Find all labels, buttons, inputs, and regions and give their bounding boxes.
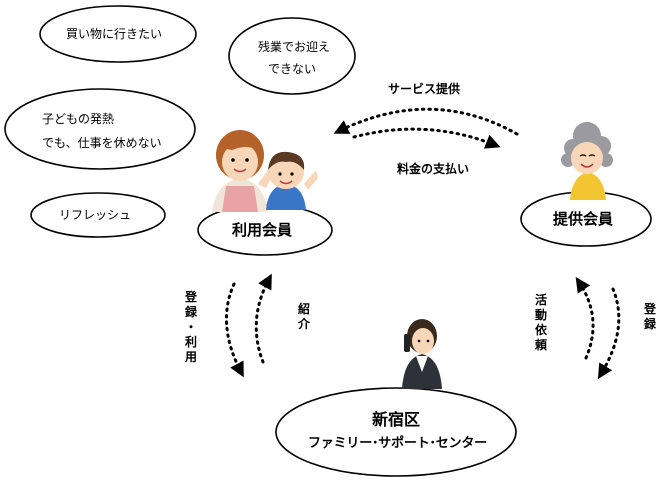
- arrow-payment: [352, 127, 501, 149]
- center-node: [275, 387, 517, 477]
- operator-illustration: [402, 319, 442, 389]
- arrow-introduce: [254, 273, 272, 364]
- user-member-label: 利用会員: [232, 221, 293, 239]
- register-use-char: 利: [184, 335, 197, 349]
- payment-label: 料金の支払い: [397, 162, 470, 176]
- introduce-char: 介: [297, 317, 310, 331]
- register-use-char: 用: [184, 350, 197, 364]
- activity-request-char: 頼: [534, 338, 547, 352]
- arrow-service: [333, 107, 519, 136]
- activity-request-char: 動: [534, 308, 547, 322]
- register-char: 登: [643, 302, 656, 316]
- register-use-label: 登 録 ・ 利 用: [184, 290, 198, 365]
- register-char: 録: [643, 317, 656, 331]
- bubble-fever-text-1: 子どもの発熱: [42, 112, 115, 126]
- introduce-label: 紹 介: [297, 302, 311, 332]
- arrow-activity-request: [575, 277, 595, 360]
- register-use-char: 録: [184, 305, 197, 319]
- bubble-overtime-text-1: 残業でお迎え: [258, 40, 331, 54]
- arrow-register-use: [224, 282, 244, 378]
- bubble-fever: [4, 88, 196, 170]
- bubble-refresh: [30, 192, 166, 238]
- introduce-char: 紹: [297, 302, 310, 316]
- bubble-shopping-text: 買い物に行きたい: [66, 27, 163, 41]
- center-label-1: 新宿区: [372, 410, 421, 429]
- register-use-char: 登: [184, 290, 197, 304]
- elder-illustration: [561, 122, 613, 200]
- bubble-overtime: [228, 17, 356, 95]
- register-use-char: ・: [184, 320, 197, 334]
- arrow-register: [597, 287, 621, 380]
- center-label-2: ファミリー･サポート･センター: [308, 436, 488, 451]
- provider-member-label: 提供会員: [553, 210, 614, 228]
- mother-illustration: [212, 130, 268, 212]
- activity-request-label: 活 動 依 頼: [534, 293, 548, 353]
- bubble-refresh-text: リフレッシュ: [59, 208, 132, 222]
- child-illustration: [258, 151, 318, 210]
- activity-request-char: 依: [534, 323, 547, 337]
- service-label: サービス提供: [388, 82, 461, 96]
- bubble-overtime-text-2: できない: [268, 62, 317, 76]
- bubble-fever-text-2: でも、仕事を休めない: [42, 136, 162, 150]
- activity-request-char: 活: [534, 293, 547, 307]
- bubble-shopping: [39, 5, 197, 63]
- register-label: 登 録: [643, 302, 657, 332]
